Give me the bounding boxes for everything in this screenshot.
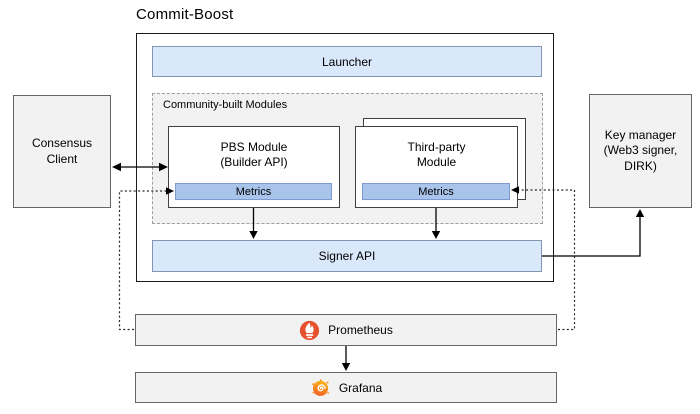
- grafana-label: Grafana: [338, 380, 383, 395]
- community-modules-label: Community-built Modules: [163, 99, 288, 111]
- arrow-signer-keymanager: [542, 209, 645, 257]
- third-party-metrics-bar: Metrics: [362, 183, 510, 200]
- key-manager-label: Key manager (Web3 signer, DIRK): [603, 127, 678, 173]
- launcher-label: Launcher: [321, 54, 373, 69]
- consensus-client-label: Consensus Client: [31, 135, 93, 166]
- grafana-flame-icon: [310, 377, 331, 398]
- pbs-module-label: PBS Module (Builder API): [220, 140, 288, 169]
- prometheus-torch-icon: [299, 320, 320, 341]
- signer-api-label: Signer API: [318, 249, 376, 263]
- launcher-box: Launcher: [152, 46, 542, 77]
- third-party-module-label: Third-party Module: [407, 140, 466, 169]
- prometheus-label: Prometheus: [328, 323, 393, 337]
- signer-api-box: Signer API: [152, 240, 542, 272]
- pbs-metrics-label: Metrics: [235, 185, 272, 198]
- consensus-client-box: Consensus Client: [13, 95, 111, 208]
- key-manager-box: Key manager (Web3 signer, DIRK): [589, 94, 692, 208]
- grafana-box: Grafana: [135, 372, 557, 403]
- prometheus-box: Prometheus: [135, 314, 557, 346]
- third-party-metrics-label: Metrics: [418, 185, 454, 198]
- arrow-prometheus-grafana: [341, 346, 351, 371]
- pbs-metrics-bar: Metrics: [175, 183, 332, 200]
- diagram-title: Commit-Boost: [136, 6, 234, 23]
